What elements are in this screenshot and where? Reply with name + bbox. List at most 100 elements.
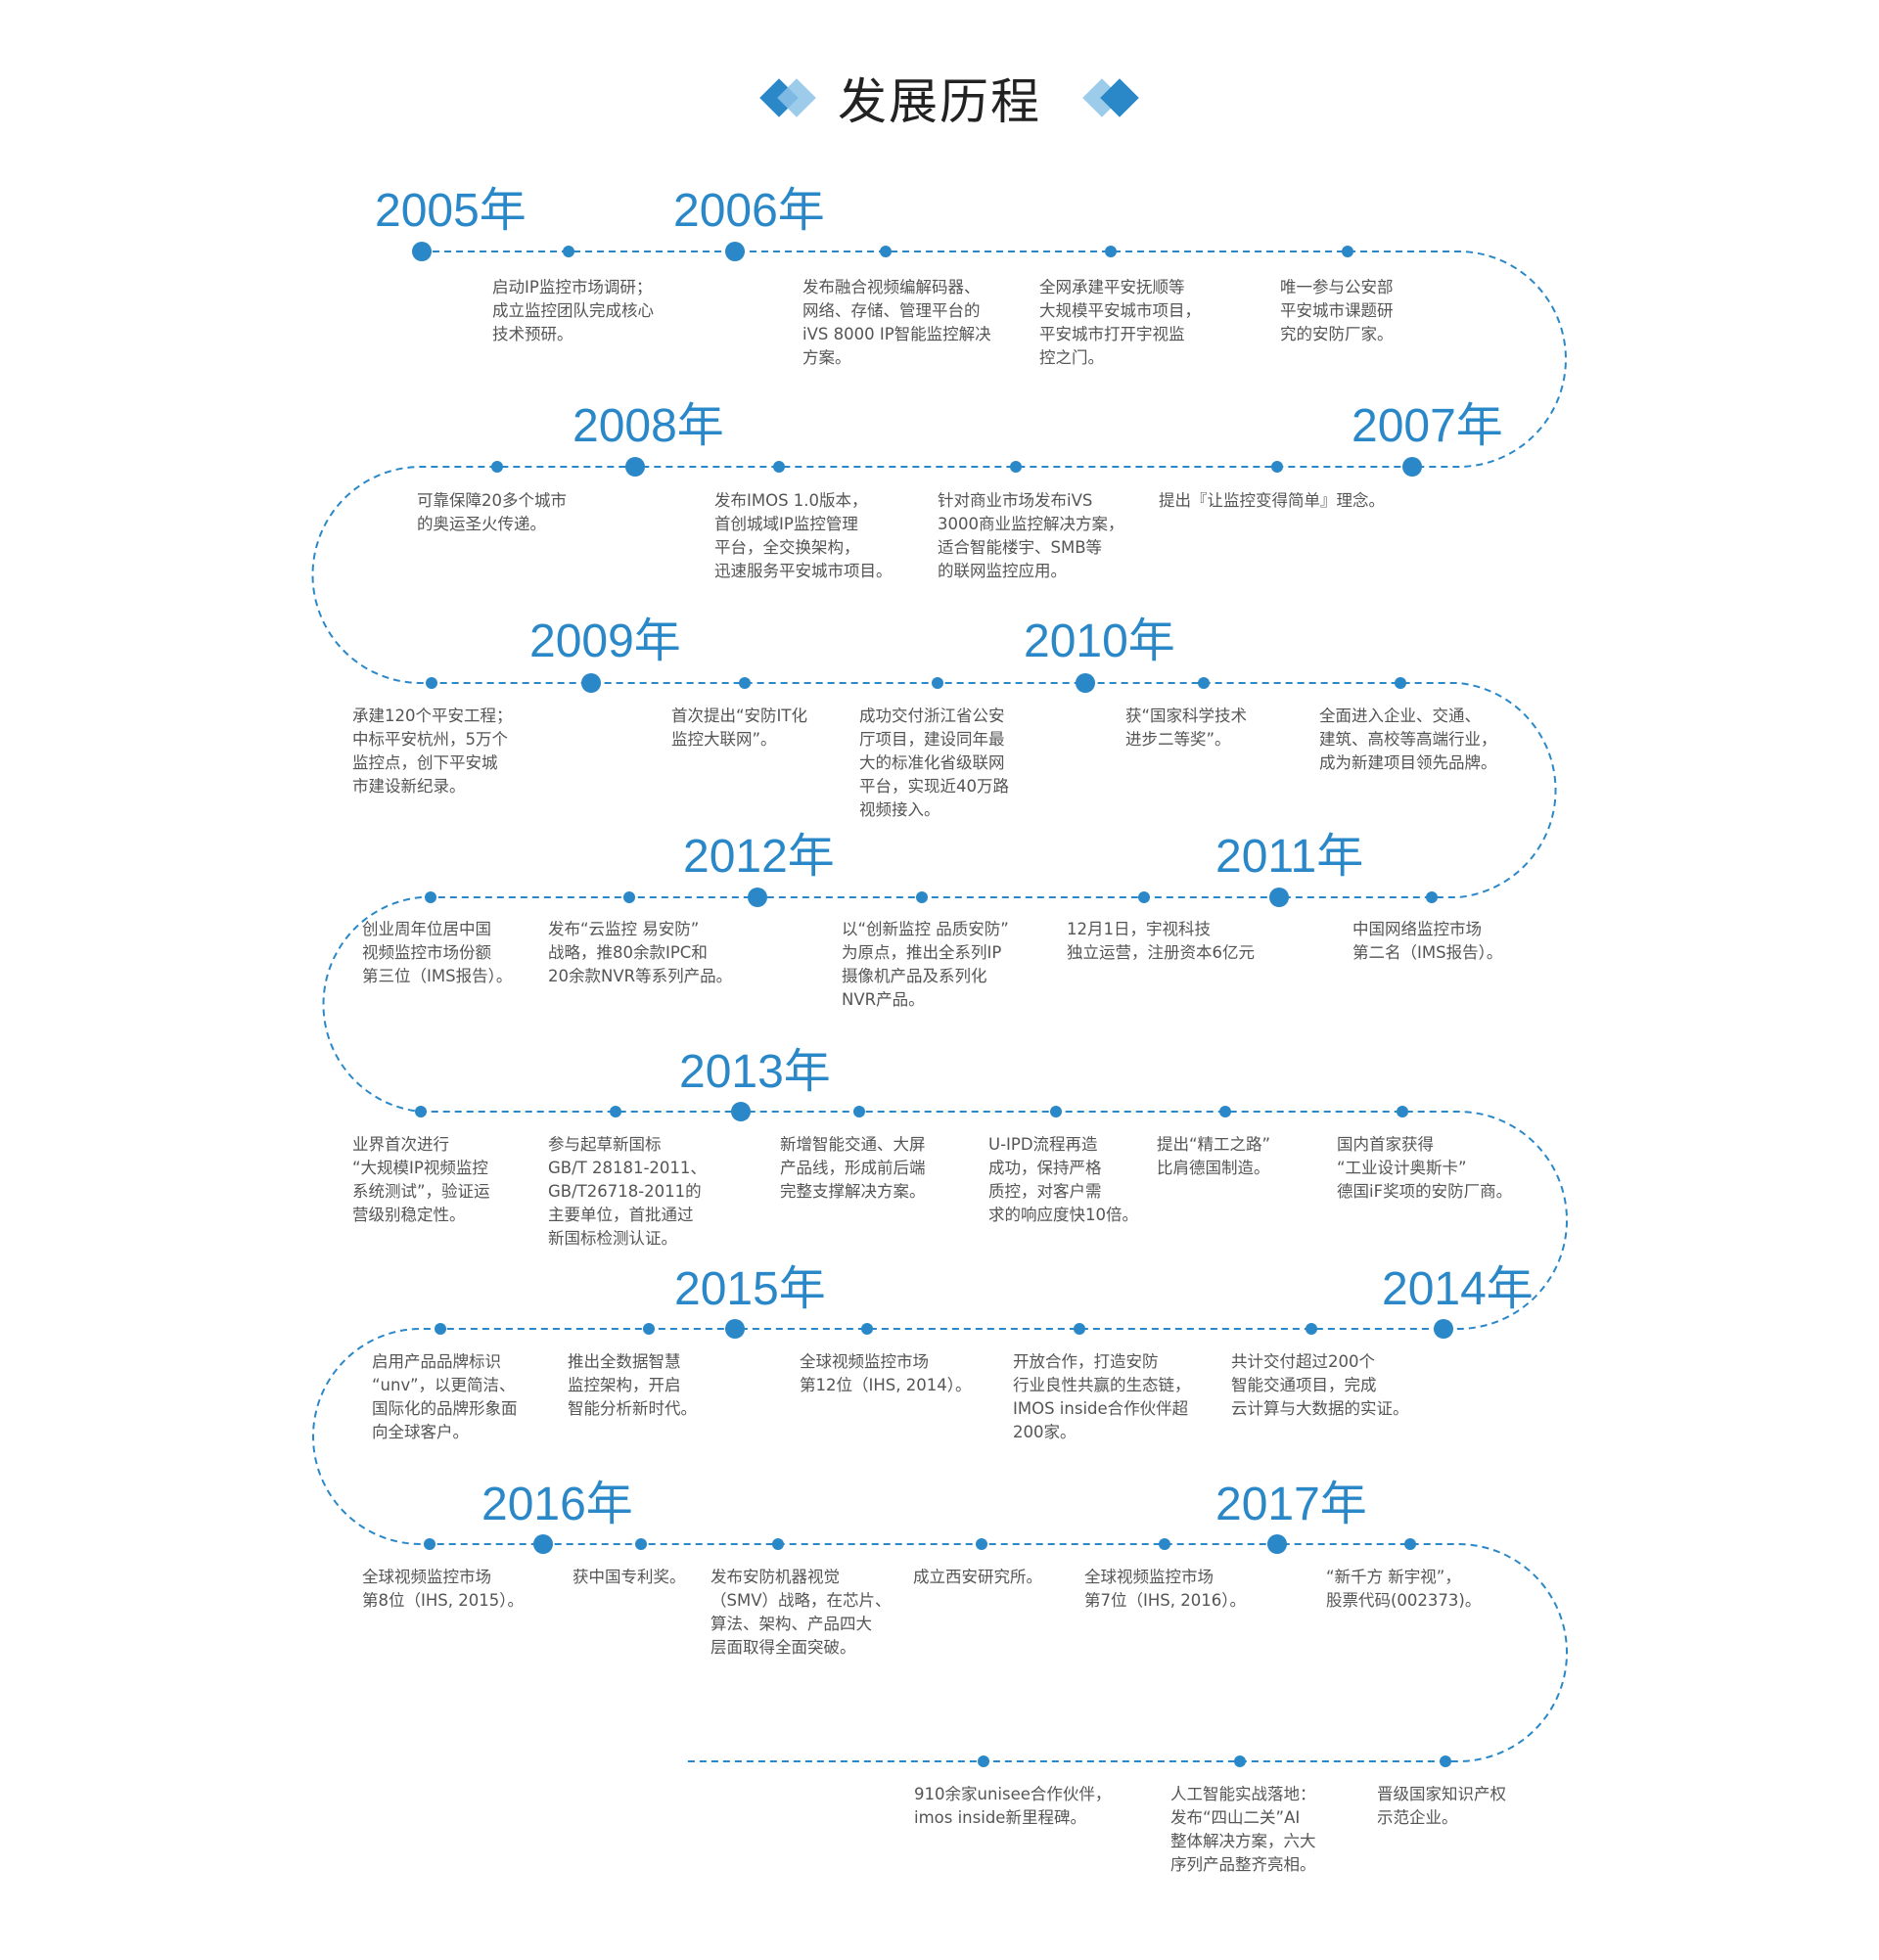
event-description: 获中国专利奖。 <box>573 1568 686 1586</box>
year-label: 2006年 <box>673 185 825 237</box>
event-description: “新千方 新宇视”， 股票代码(002373)。 <box>1326 1568 1482 1610</box>
year-marker-dot <box>725 1319 745 1339</box>
event-dot <box>425 891 436 903</box>
event-description: 共计交付超过200个 智能交通项目，完成 云计算与大数据的实证。 <box>1231 1352 1409 1418</box>
year-marker-dot <box>1269 888 1289 907</box>
year-marker-dot <box>1076 673 1095 693</box>
event-dot <box>491 461 503 473</box>
year-label: 2016年 <box>481 1479 633 1530</box>
event-description: 成立西安研究所。 <box>913 1568 1042 1586</box>
event-dot <box>426 677 437 689</box>
event-dot <box>739 677 751 689</box>
year-marker-dot <box>725 242 745 261</box>
event-dot <box>415 1106 427 1117</box>
event-description: 发布IMOS 1.0版本， 首创城域IP监控管理 平台，全交换架构， 迅速服务平… <box>714 491 893 580</box>
event-description: 中国网络监控市场 第二名（IMS报告）。 <box>1352 920 1503 962</box>
event-dot <box>1426 891 1438 903</box>
event-description: 晋级国家知识产权 示范企业。 <box>1377 1785 1506 1827</box>
event-description: 新增智能交通、大屏 产品线，形成前后端 完整支撑解决方案。 <box>780 1135 926 1201</box>
event-description: 唯一参与公安部 平安城市课题研 究的安防厂家。 <box>1280 278 1394 343</box>
event-description: 获“国家科学技术 进步二等奖”。 <box>1125 707 1248 749</box>
year-label: 2008年 <box>573 400 724 452</box>
event-dot <box>976 1538 987 1550</box>
event-dot <box>1306 1323 1317 1335</box>
event-description: 发布融合视频编解码器、 网络、存储、管理平台的 iVS 8000 IP智能监控解… <box>802 278 991 367</box>
event-description: 可靠保障20多个城市 的奥运圣火传递。 <box>417 491 567 533</box>
event-dot <box>932 677 943 689</box>
year-label: 2013年 <box>679 1046 831 1098</box>
year-marker-dot <box>748 888 767 907</box>
event-dot <box>424 1538 435 1550</box>
event-description: 承建120个平安工程； 中标平安杭州，5万个 监控点，创下平安城 市建设新纪录。 <box>352 707 513 796</box>
event-dot <box>610 1106 621 1117</box>
event-dot <box>1234 1755 1246 1767</box>
event-dot <box>1159 1538 1170 1550</box>
year-marker-dot <box>1402 457 1422 477</box>
event-dot <box>1219 1106 1231 1117</box>
year-label: 2005年 <box>375 185 527 237</box>
event-description: 创业周年位居中国 视频监控市场份额 第三位（IMS报告）。 <box>362 920 513 985</box>
event-description: 推出全数据智慧 监控架构，开启 智能分析新时代。 <box>568 1352 697 1418</box>
event-dot <box>1397 1106 1408 1117</box>
event-description: 发布“云监控 易安防” 战略，推80余款IPC和 20余款NVR等系列产品。 <box>548 920 733 985</box>
year-marker-dot <box>533 1534 553 1554</box>
event-dot <box>772 1538 784 1550</box>
event-description: 910余家unisee合作伙伴， imos inside新里程碑。 <box>914 1785 1112 1827</box>
event-description: 提出『让监控变得简单』理念。 <box>1159 491 1385 510</box>
event-description: 全球视频监控市场 第12位（IHS, 2014）。 <box>800 1352 972 1394</box>
year-marker-dot <box>412 242 432 261</box>
event-dot <box>1342 246 1353 257</box>
event-description: 首次提出“安防IT化 监控大联网”。 <box>671 707 807 749</box>
event-dot <box>1404 1538 1416 1550</box>
event-description: 开放合作，打造安防 行业良性共赢的生态链， IMOS inside合作伙伴超 2… <box>1013 1352 1191 1441</box>
event-description: 发布安防机器视觉 （SMV）战略，在芯片、 算法、架构、产品四大 层面取得全面突… <box>710 1568 892 1657</box>
event-dot <box>1271 461 1283 473</box>
year-marker-dot <box>625 457 645 477</box>
event-description: 业界首次进行 “大规模IP视频监控 系统测试”，验证运 营级别稳定性。 <box>352 1135 490 1224</box>
event-description: U-IPD流程再造 成功，保持严格 质控，对客户需 求的响应度快10倍。 <box>988 1135 1138 1224</box>
event-dot <box>635 1538 647 1550</box>
event-description: 人工智能实战落地： 发布“四山二关”AI 整体解决方案，六大 序列产品整齐亮相。 <box>1170 1785 1316 1874</box>
event-dot <box>853 1106 865 1117</box>
event-description: 全面进入企业、交通、 建筑、高校等高端行业， 成为新建项目领先品牌。 <box>1319 707 1497 772</box>
event-dot <box>643 1323 655 1335</box>
event-dot <box>1440 1755 1451 1767</box>
year-marker-dot <box>1434 1319 1453 1339</box>
event-dot <box>1138 891 1150 903</box>
event-dot <box>623 891 635 903</box>
event-dot <box>861 1323 873 1335</box>
event-dot <box>773 461 785 473</box>
year-label: 2014年 <box>1382 1263 1534 1315</box>
year-label: 2012年 <box>683 831 835 883</box>
event-dot <box>1050 1106 1062 1117</box>
event-description: 启动IP监控市场调研； 成立监控团队完成核心 技术预研。 <box>492 278 654 343</box>
event-dot <box>1010 461 1022 473</box>
timeline-line <box>311 251 1568 1762</box>
year-label: 2010年 <box>1024 615 1175 667</box>
event-dot <box>1395 677 1406 689</box>
event-dot <box>1198 677 1210 689</box>
year-label: 2015年 <box>674 1263 826 1315</box>
year-marker-dot <box>1267 1534 1287 1554</box>
year-label: 2017年 <box>1215 1479 1367 1530</box>
event-dot <box>1105 246 1117 257</box>
event-description: 启用产品品牌标识 “unv”，以更简洁、 国际化的品牌形象面 向全球客户。 <box>372 1352 518 1441</box>
event-dot <box>916 891 928 903</box>
year-label: 2009年 <box>529 615 681 667</box>
event-description: 全球视频监控市场 第7位（IHS, 2016）。 <box>1084 1568 1246 1610</box>
year-marker-dot <box>731 1102 751 1121</box>
year-label: 2011年 <box>1215 831 1364 883</box>
event-dot <box>880 246 892 257</box>
event-description: 全球视频监控市场 第8位（IHS, 2015）。 <box>362 1568 524 1610</box>
event-description: 全网承建平安抚顺等 大规模平安城市项目， 平安城市打开宇视监 控之门。 <box>1039 278 1201 367</box>
year-marker-dot <box>581 673 601 693</box>
event-description: 针对商业市场发布iVS 3000商业监控解决方案， 适合智能楼宇、SMB等 的联… <box>938 491 1124 580</box>
event-description: 12月1日，宇视科技 独立运营，注册资本6亿元 <box>1067 920 1255 962</box>
event-dot <box>435 1323 446 1335</box>
event-dot <box>1074 1323 1085 1335</box>
event-description: 参与起草新国标 GB/T 28181-2011、 GB/T26718-2011的… <box>548 1135 707 1248</box>
page-title: 发展历程 <box>838 73 1041 130</box>
event-description: 成功交付浙江省公安 厅项目，建设同年最 大的标准化省级联网 平台，实现近40万路… <box>859 707 1009 819</box>
event-description: 以“创新监控 品质安防” 为原点，推出全系列IP 摄像机产品及系列化 NVR产品… <box>842 920 1009 1009</box>
